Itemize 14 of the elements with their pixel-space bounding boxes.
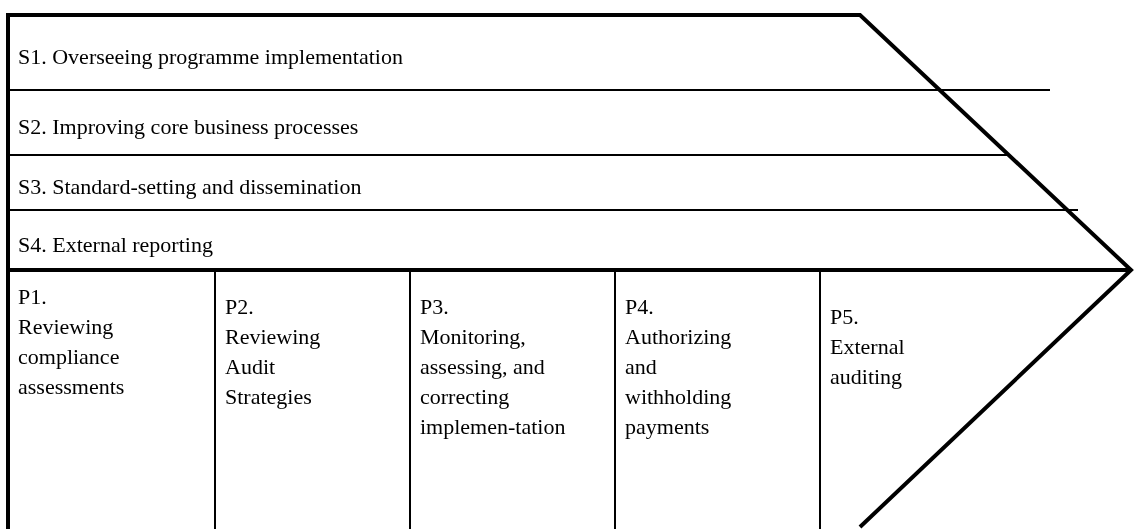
primary-activity-label: Monitoring, assessing, and correcting implemen-tation bbox=[420, 323, 567, 441]
support-activity-label: S1. Overseeing programme implementation bbox=[18, 43, 403, 71]
support-activity-label: S4. External reporting bbox=[18, 230, 213, 259]
support-activity-label: S2. Improving core business processes bbox=[18, 113, 359, 141]
activity-number: P5. bbox=[830, 303, 860, 331]
primary-activity-label: Reviewing compliance assessments bbox=[18, 313, 126, 401]
activity-number: P4. bbox=[625, 293, 655, 321]
primary-activity-label: Authorizing and withholding payments bbox=[625, 323, 733, 441]
activity-number: P1. bbox=[18, 283, 48, 311]
primary-activity-label: Reviewing Audit Strategies bbox=[225, 323, 322, 411]
activity-number: P3. bbox=[420, 293, 450, 321]
activity-number: P2. bbox=[225, 293, 255, 321]
support-activity-label: S3. Standard-setting and dissemination bbox=[18, 173, 362, 201]
primary-activity-label: External auditing bbox=[830, 333, 906, 391]
